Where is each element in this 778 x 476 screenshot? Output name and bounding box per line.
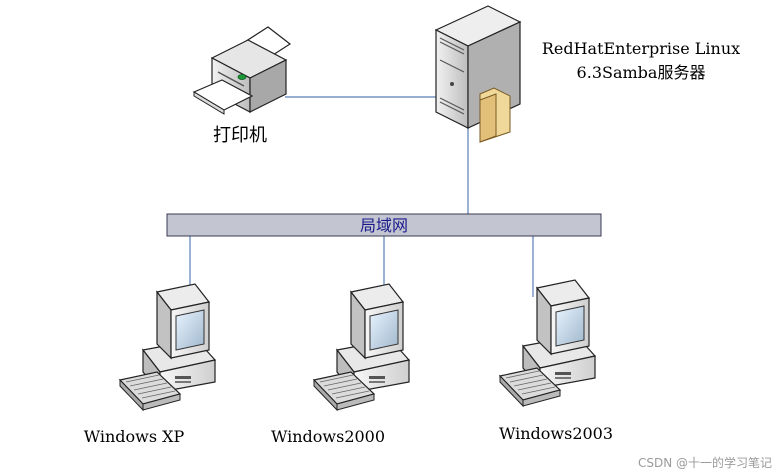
client-computer-icon-2003 xyxy=(499,279,596,407)
client-label-2000: Windows2000 xyxy=(271,427,385,446)
server-label-line2: 6.3Samba服务器 xyxy=(577,63,706,82)
client-computer-icon-2000 xyxy=(313,283,410,411)
lan-label: 局域网 xyxy=(360,216,408,235)
watermark-text: CSDN @十一的学习笔记 xyxy=(638,455,772,470)
printer-label: 打印机 xyxy=(213,125,267,146)
client-computer-icon-xp xyxy=(119,283,216,411)
client-label-xp: Windows XP xyxy=(84,427,185,446)
client-label-2003: Windows2003 xyxy=(499,424,613,443)
server-icon xyxy=(434,5,522,143)
network-links xyxy=(189,96,534,302)
lan-bar: 局域网 xyxy=(166,213,602,237)
printer-icon xyxy=(192,26,292,115)
server-label-line1: RedHatEnterprise Linux xyxy=(542,39,740,58)
